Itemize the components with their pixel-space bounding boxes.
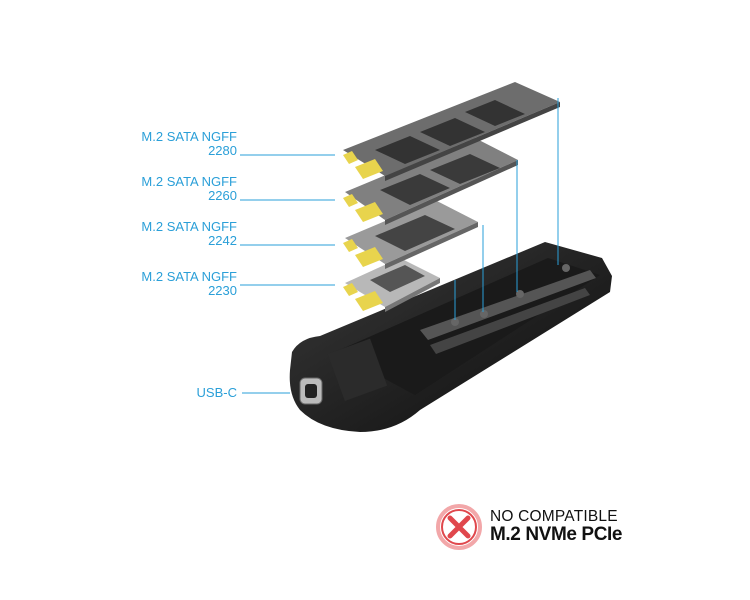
- ssd-card-2260: [345, 138, 518, 225]
- badge-line1: NO COMPATIBLE: [490, 508, 618, 525]
- ssd-card-2242: [345, 200, 478, 269]
- leader-lines: [240, 98, 559, 394]
- label-title: M.2 SATA NGFF: [141, 219, 237, 234]
- label-size: 2280: [208, 143, 237, 158]
- ssd-card-2280: [343, 82, 560, 181]
- gold-contacts: [343, 151, 383, 311]
- enclosure: [289, 242, 612, 432]
- label-title: M.2 SATA NGFF: [141, 174, 237, 189]
- badge-line2: M.2 NVMe PCIe: [490, 524, 623, 545]
- label-size: 2242: [208, 233, 237, 248]
- label-size: 2260: [208, 188, 237, 203]
- x-circle-icon: [436, 504, 482, 550]
- incompatibility-badge: NO COMPATIBLE M.2 NVMe PCIe: [490, 508, 622, 545]
- label-usb-c: USB-C: [196, 385, 237, 400]
- label-title: M.2 SATA NGFF: [141, 269, 237, 284]
- label-size: 2230: [208, 283, 237, 298]
- label-title: M.2 SATA NGFF: [141, 129, 237, 144]
